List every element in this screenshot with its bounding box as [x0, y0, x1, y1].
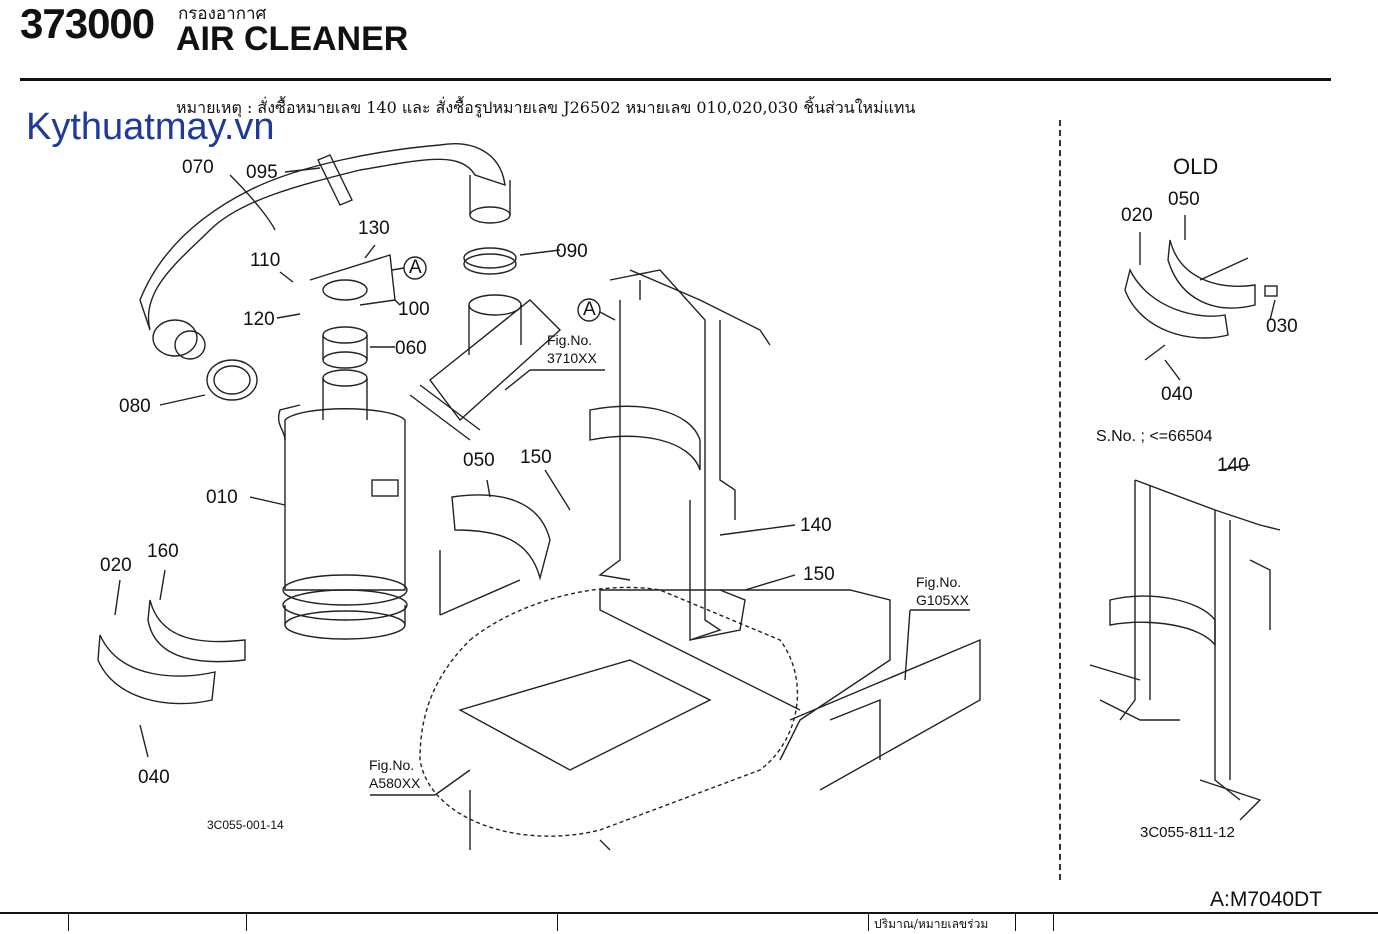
page-title: AIR CLEANER: [176, 20, 409, 58]
part-label-095: 095: [246, 162, 278, 183]
table-column-divider: [868, 914, 869, 931]
part-label-100: 100: [398, 299, 430, 320]
part-label-060: 060: [395, 338, 427, 359]
part-label-150-lower: 150: [803, 564, 835, 585]
model-code: A:M7040DT: [1210, 888, 1323, 911]
old-part-label-040: 040: [1161, 384, 1193, 405]
part-label-010: 010: [206, 487, 238, 508]
part-label-150-upper: 150: [520, 447, 552, 468]
part-label-090: 090: [556, 241, 588, 262]
order-note: หมายเหตุ : สั่งซื้อหมายเลข 140 และ สั่งซ…: [176, 98, 916, 117]
marker-a-bracket: A: [409, 257, 422, 278]
drawing-code-old: 3C055-811-12: [1140, 824, 1235, 841]
part-label-160: 160: [147, 541, 179, 562]
serial-number-range: S.No. ; <=66504: [1096, 428, 1213, 445]
drawing-code-main: 3C055-001-14: [207, 818, 284, 832]
old-part-label-020: 020: [1121, 205, 1153, 226]
table-column-divider: [1053, 914, 1054, 931]
part-label-040: 040: [138, 767, 170, 788]
fig-ref-a580-label: Fig.No.: [369, 757, 415, 773]
old-part-label-030: 030: [1266, 316, 1298, 337]
fig-ref-g105-number: G105XX: [916, 592, 969, 608]
table-column-divider: [557, 914, 558, 931]
part-label-110: 110: [250, 250, 281, 271]
old-panel-title: OLD: [1173, 154, 1219, 179]
fig-ref-a580-number: A580XX: [369, 775, 421, 791]
old-part-label-140: 140: [1217, 455, 1249, 476]
part-label-080: 080: [119, 396, 151, 417]
part-label-140: 140: [800, 515, 832, 536]
fig-ref-3710-number: 3710XX: [547, 350, 597, 366]
part-label-130: 130: [358, 218, 390, 239]
old-part-label-050: 050: [1168, 189, 1200, 210]
part-label-070: 070: [182, 157, 214, 178]
part-label-020: 020: [100, 555, 132, 576]
part-label-120: 120: [243, 309, 275, 330]
panel-divider: [1059, 120, 1061, 880]
watermark: Kythuatmay.vn: [26, 106, 275, 148]
table-column-divider: [246, 914, 247, 931]
quantity-column-header: ปริมาณ/หมายเลขร่วม: [874, 917, 989, 931]
thai-title: กรองอากาศ: [178, 4, 267, 24]
fig-ref-g105-label: Fig.No.: [916, 574, 962, 590]
part-label-050: 050: [463, 450, 495, 471]
table-column-divider: [68, 914, 69, 931]
header-rule: [20, 78, 1331, 81]
table-top-rule: [0, 912, 1378, 914]
table-column-divider: [1015, 914, 1016, 931]
section-code: 373000: [20, 0, 155, 47]
fig-ref-3710-label: Fig.No.: [547, 332, 593, 348]
marker-a-frame: A: [583, 299, 596, 320]
